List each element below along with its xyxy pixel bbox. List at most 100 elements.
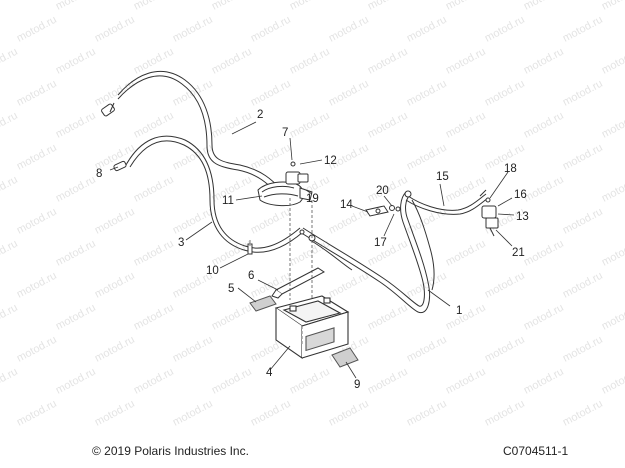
watermark-text: motod.ru — [210, 0, 254, 13]
watermark-text: motod.ru — [288, 366, 332, 397]
watermark-text: motod.ru — [54, 0, 98, 13]
watermark-text: motod.ru — [405, 14, 449, 45]
watermark-text: motod.ru — [405, 270, 449, 301]
callout-6: 6 — [248, 270, 254, 282]
cable-harness-1 — [299, 191, 435, 314]
watermark-text: motod.ru — [366, 46, 410, 77]
watermark-text: motod.ru — [366, 110, 410, 141]
watermark-text: motod.ru — [561, 14, 605, 45]
watermark-text: motod.ru — [483, 398, 527, 429]
watermark-text: motod.ru — [405, 78, 449, 109]
watermark-text: motod.ru — [522, 174, 566, 205]
watermark-text: motod.ru — [249, 78, 293, 109]
bracket-14 — [365, 205, 401, 217]
watermark-text: motod.ru — [522, 110, 566, 141]
callout-1: 1 — [456, 305, 462, 317]
watermark-text: motod.ru — [171, 334, 215, 365]
cable-clip — [299, 229, 316, 242]
pad-5 — [249, 295, 277, 312]
watermark-text: motod.ru — [0, 238, 20, 269]
watermark-text: motod.ru — [405, 142, 449, 173]
watermark-text: motod.ru — [405, 206, 449, 237]
callout-15: 15 — [436, 171, 449, 183]
watermark-text: motod.ru — [444, 174, 488, 205]
relay-assembly — [257, 161, 313, 207]
callout-20: 20 — [376, 185, 389, 197]
watermark-text: motod.ru — [249, 142, 293, 173]
watermark-text: motod.ru — [249, 14, 293, 45]
watermark-text: motod.ru — [366, 302, 410, 333]
cable-15-ring-terminal — [404, 190, 412, 198]
watermark-text: motod.ru — [561, 78, 605, 109]
watermark-text: motod.ru — [132, 174, 176, 205]
leader-lines — [109, 121, 515, 379]
watermark-text: motod.ru — [366, 366, 410, 397]
watermark-text: motod.ru — [54, 238, 98, 269]
watermark-text: motod.ru — [210, 238, 254, 269]
watermark-text: motod.ru — [288, 46, 332, 77]
watermark-text: motod.ru — [288, 110, 332, 141]
battery-4 — [274, 295, 350, 360]
connector-cable-2-end — [101, 102, 115, 117]
watermark-text: motod.ru — [171, 206, 215, 237]
watermark-text: motod.ru — [132, 0, 176, 13]
callout-19: 19 — [306, 193, 319, 205]
solenoid-assembly — [479, 189, 499, 237]
watermark-text: motod.ru — [522, 46, 566, 77]
watermark-text: motod.ru — [600, 174, 625, 205]
copyright-notice: © 2019 Polaris Industries Inc. — [92, 444, 249, 458]
watermark-text: motod.ru — [0, 0, 20, 13]
watermark-text: motod.ru — [600, 302, 625, 333]
watermark-text: motod.ru — [15, 398, 59, 429]
watermark-text: motod.ru — [15, 270, 59, 301]
clip-10 — [247, 243, 253, 255]
watermark-text: motod.ru — [132, 238, 176, 269]
install-dashed-lines — [249, 198, 313, 346]
watermark-text: motod.ru — [93, 270, 137, 301]
watermark-text: motod.ru — [561, 270, 605, 301]
watermark-text: motod.ru — [483, 78, 527, 109]
watermark-text: motod.ru — [93, 206, 137, 237]
watermark-text: motod.ru — [483, 334, 527, 365]
watermark-text: motod.ru — [444, 46, 488, 77]
callout-8: 8 — [96, 168, 102, 180]
watermark-text: motod.ru — [54, 174, 98, 205]
watermark-text: motod.ru — [171, 14, 215, 45]
callout-12: 12 — [324, 155, 337, 167]
watermark-text: motod.ru — [210, 302, 254, 333]
watermark-text: motod.ru — [54, 366, 98, 397]
callout-9: 9 — [354, 379, 360, 391]
watermark-text: motod.ru — [561, 206, 605, 237]
cable-harness-2 — [117, 71, 283, 195]
watermark-text: motod.ru — [522, 0, 566, 13]
watermark-text: motod.ru — [93, 78, 137, 109]
watermark-text: motod.ru — [444, 366, 488, 397]
pad-9 — [331, 347, 359, 368]
watermark-text: motod.ru — [210, 46, 254, 77]
callout-11: 11 — [222, 195, 234, 207]
watermark-text: motod.ru — [0, 302, 20, 333]
callout-5: 5 — [228, 283, 234, 295]
watermark-text: motod.ru — [327, 398, 371, 429]
callout-14: 14 — [340, 199, 353, 211]
watermark-text: motod.ru — [522, 302, 566, 333]
watermark-text: motod.ru — [171, 142, 215, 173]
watermark-text: motod.ru — [210, 366, 254, 397]
callout-18: 18 — [504, 163, 517, 175]
callout-7: 7 — [282, 127, 288, 139]
watermark-text: motod.ru — [288, 0, 332, 13]
watermark-text: motod.ru — [210, 110, 254, 141]
watermark-text: motod.ru — [0, 366, 20, 397]
cable-harness-3 — [125, 135, 304, 253]
watermark-text: motod.ru — [171, 398, 215, 429]
watermark-text: motod.ru — [249, 206, 293, 237]
watermark-text: motod.ru — [522, 366, 566, 397]
callout-17: 17 — [374, 237, 387, 249]
watermark-text: motod.ru — [561, 398, 605, 429]
watermark-text: motod.ru — [366, 238, 410, 269]
watermark-text: motod.ru — [327, 78, 371, 109]
watermark-text: motod.ru — [405, 398, 449, 429]
watermark-text: motod.ru — [54, 46, 98, 77]
